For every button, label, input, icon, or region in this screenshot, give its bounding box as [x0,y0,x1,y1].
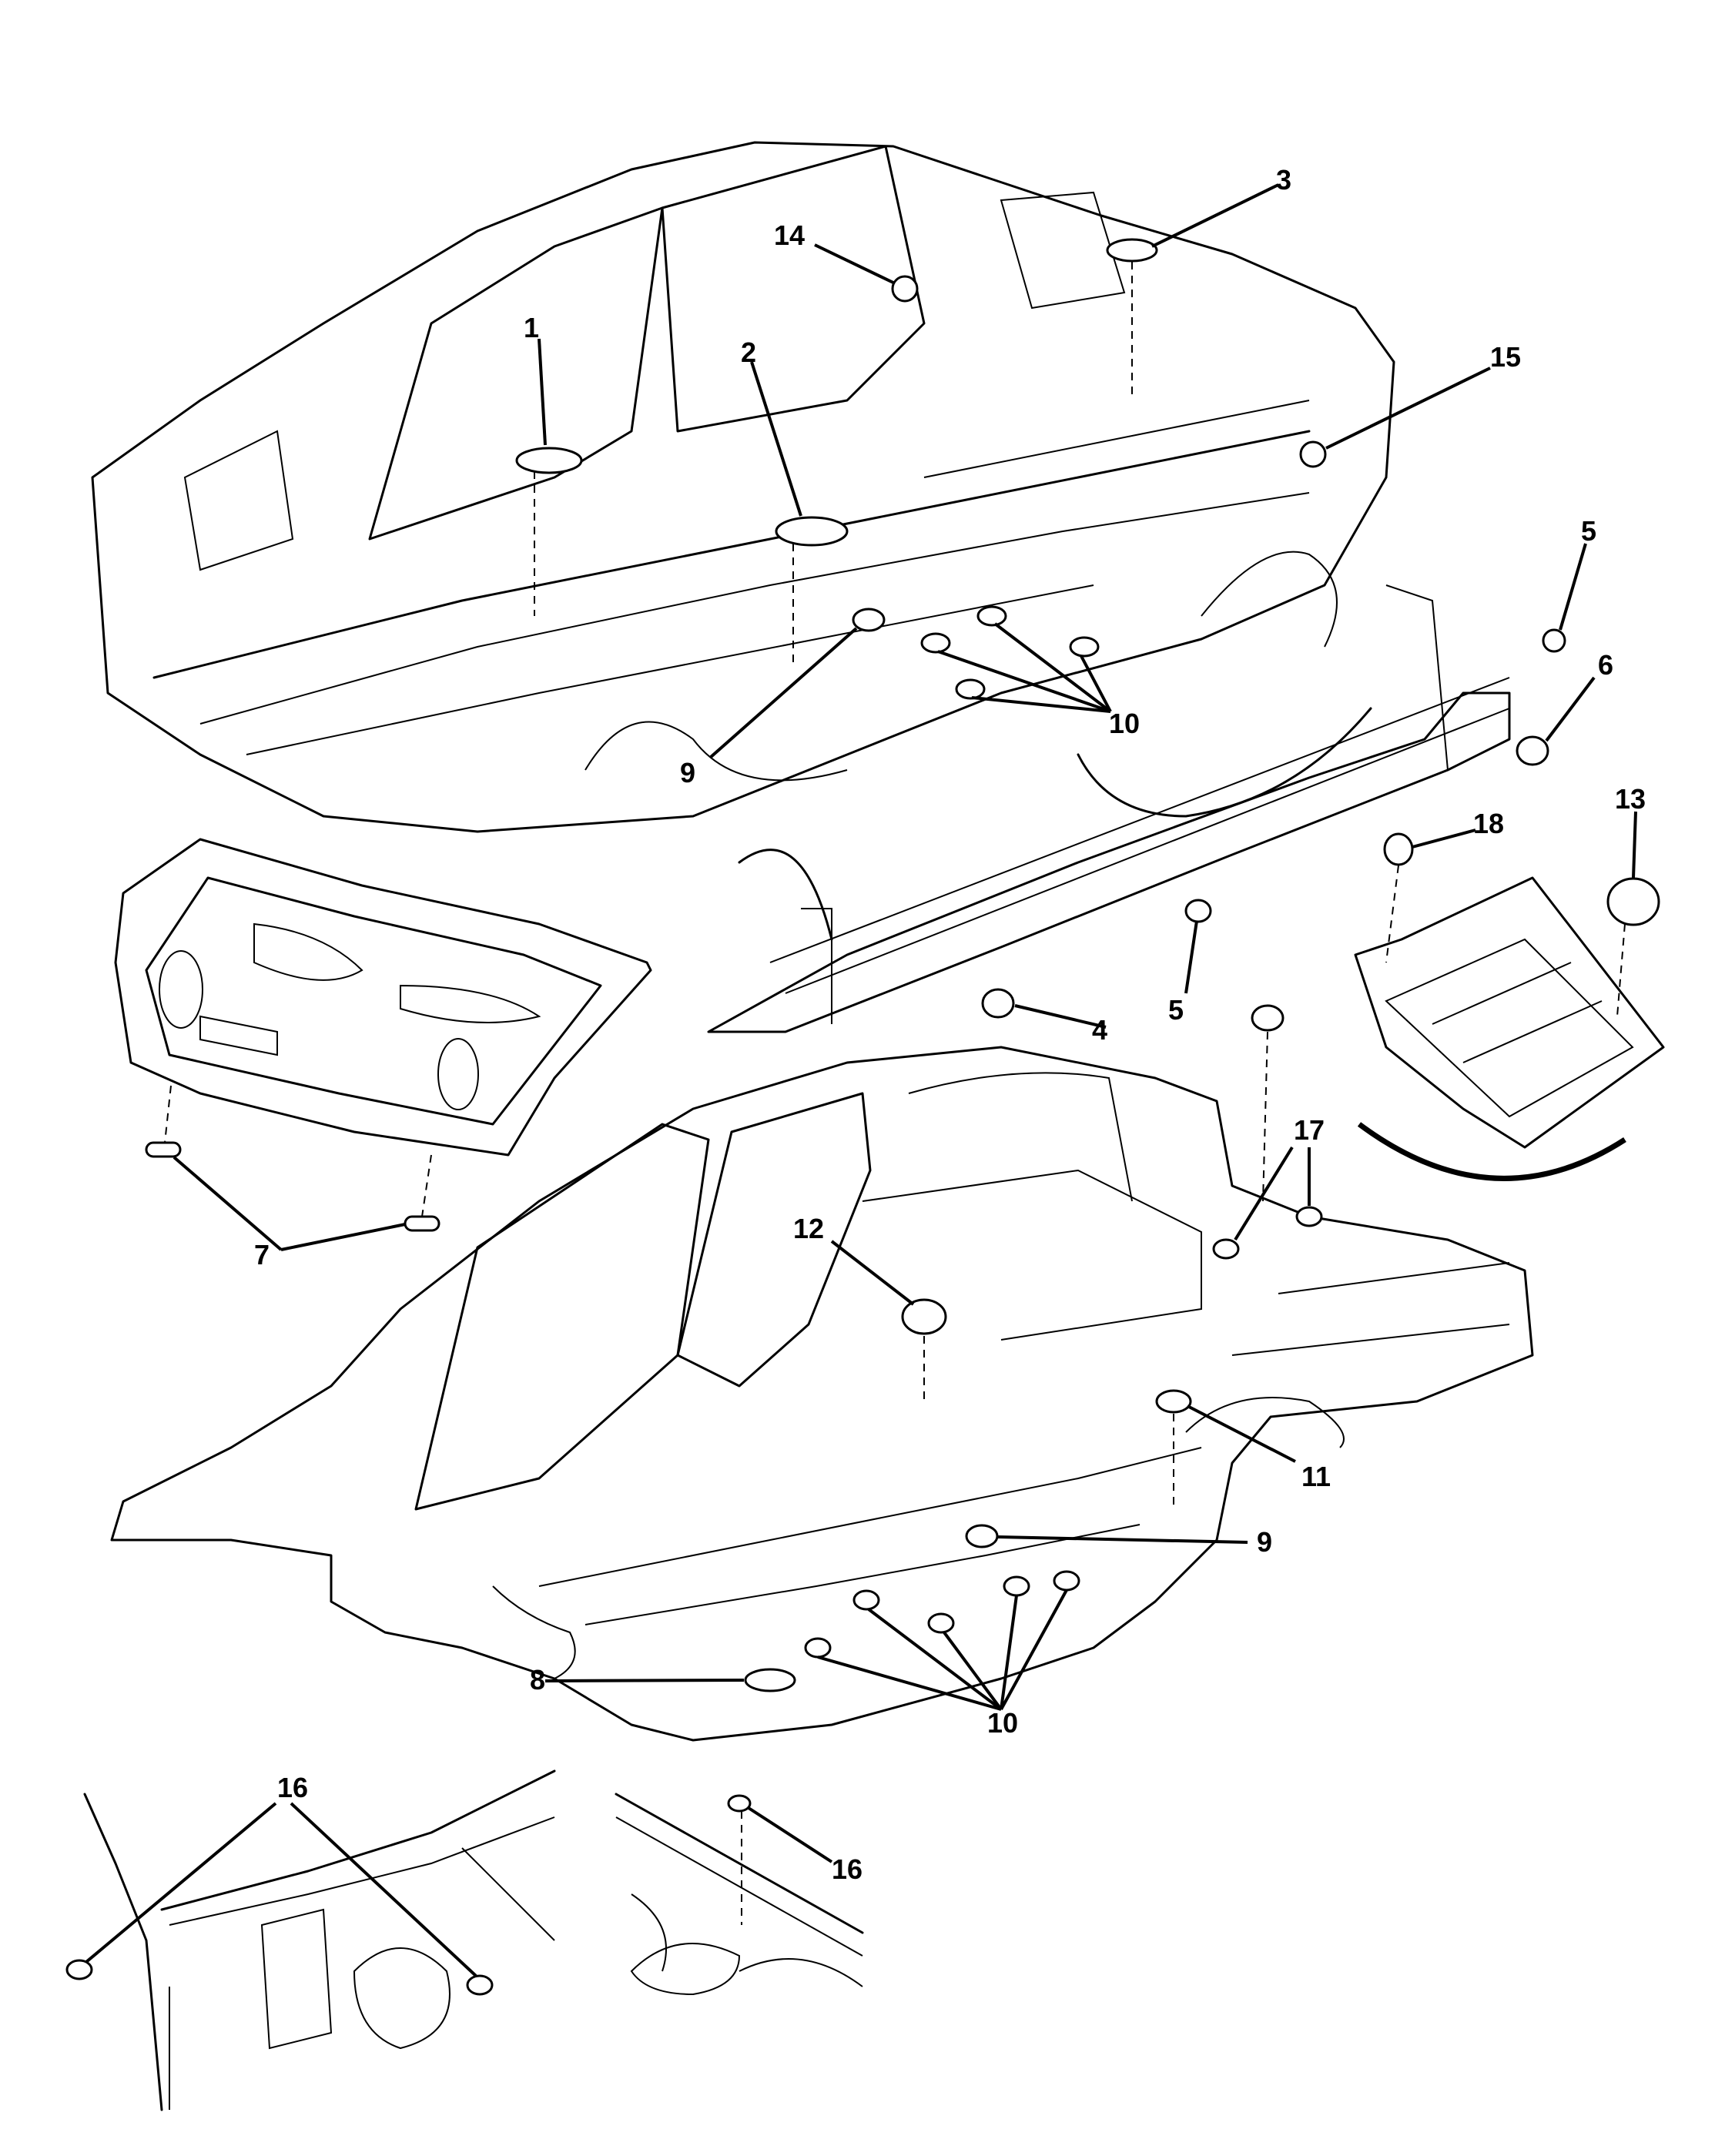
plug-16-left-a [65,1959,93,1980]
plug-1 [515,447,583,474]
plug-3 [1106,238,1158,263]
callout-7: 7 [254,1239,270,1270]
callout-15: 15 [1490,341,1521,373]
plug-10-top-b [976,605,1007,627]
plug-5-lower [1184,899,1212,923]
plug-9-bottom [965,1524,999,1548]
plug-17-b [1295,1206,1323,1227]
plug-13 [1606,877,1660,926]
inset-left [65,1769,556,2111]
callout-13: 13 [1615,783,1646,815]
plug-8 [744,1668,796,1692]
lower-plugs [744,1004,1323,1692]
rocker-panel [707,584,1511,1033]
plug-18 [1383,832,1414,866]
callout-16-right: 16 [832,1853,862,1885]
inset-right [615,1793,864,1996]
callout-2: 2 [741,336,756,368]
plug-14 [891,275,919,303]
plug-5-upper [1542,628,1566,653]
callout-10-bottom: 10 [987,1707,1018,1739]
upper-plugs [515,238,1327,700]
callout-4: 4 [1092,1014,1107,1046]
plug-11 [1155,1389,1192,1414]
callout-5-lower: 5 [1168,994,1184,1026]
callout-17: 17 [1294,1114,1325,1146]
callout-labels: 1 2 3 14 15 9 10 5 6 13 18 5 4 7 17 12 1… [254,164,1646,1885]
callout-12: 12 [793,1213,824,1244]
callout-9-bottom: 9 [1257,1526,1272,1558]
plug-10-bottom-d [1053,1570,1080,1592]
callout-1: 1 [524,312,539,343]
plug-10-bottom-c [1003,1575,1030,1597]
plug-7-left [145,1141,182,1158]
rocker-plugs [981,628,1566,1019]
callout-8: 8 [530,1664,545,1696]
callout-16-left: 16 [277,1772,308,1803]
plug-2 [775,516,849,547]
plug-17-a [1212,1238,1240,1260]
callout-14: 14 [774,219,805,251]
leader-lines [85,183,1637,1977]
plug-10-bottom-a [852,1589,880,1611]
plug-16-left-b [466,1974,494,1996]
plug-9-top [852,608,886,632]
callout-5-upper: 5 [1581,515,1596,547]
callout-9-top: 9 [680,757,695,788]
plug-10-bottom-e [804,1637,832,1659]
plug-12 [901,1298,947,1335]
upper-body-shell [91,141,1395,833]
plug-6 [1516,735,1549,766]
plug-4 [981,988,1015,1019]
upper-dashed-guides [534,262,1133,662]
plug-17-top [1251,1004,1285,1032]
plug-16-right [727,1794,752,1813]
trunk-lid [114,838,652,1157]
callout-18: 18 [1473,808,1504,839]
callout-3: 3 [1276,164,1291,196]
plug-10-top-d [955,678,986,700]
lower-body-shell [110,1046,1534,1742]
trunk-plugs [145,1085,440,1232]
callout-10-top: 10 [1109,708,1140,739]
callout-6: 6 [1598,649,1613,681]
plug-10-top-a [920,632,951,654]
trunk-floor-detail [1354,832,1665,1181]
callout-11: 11 [1301,1461,1331,1492]
plug-15 [1299,440,1327,468]
plug-10-top-c [1069,636,1100,658]
plug-7-right [404,1215,440,1232]
plug-10-bottom-b [927,1612,955,1634]
